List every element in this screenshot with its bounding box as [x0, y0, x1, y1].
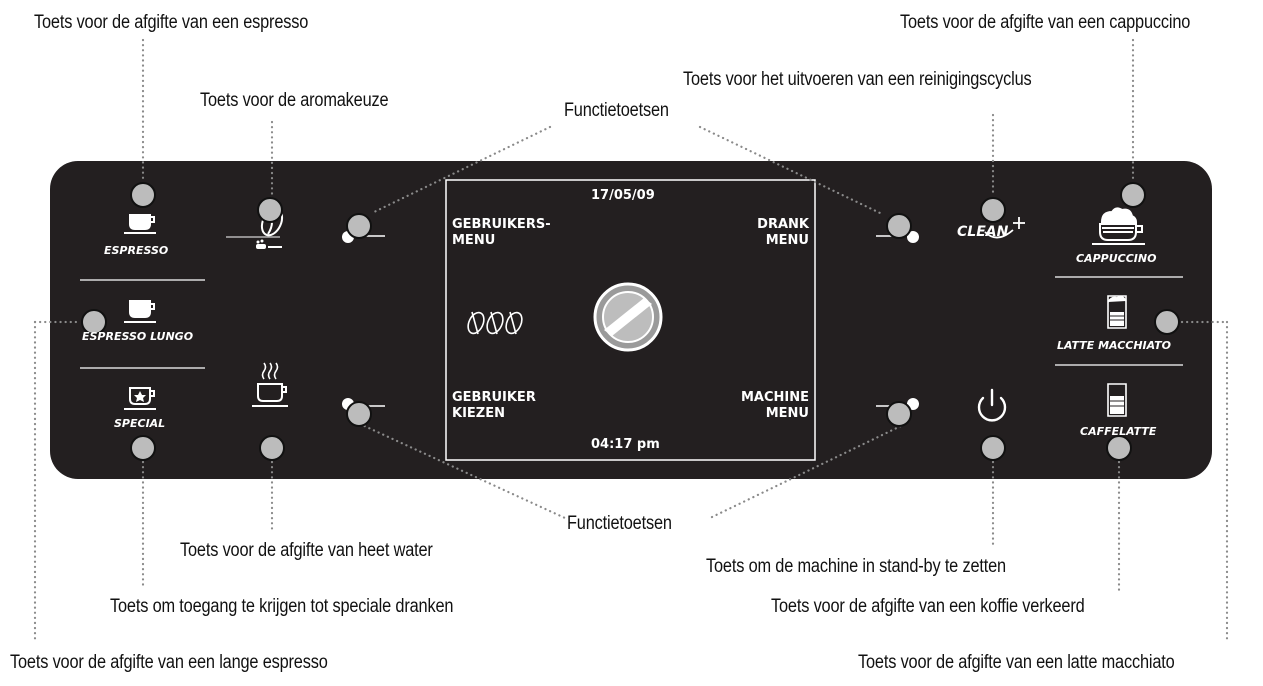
- screen-date: 17/05/09: [591, 188, 655, 203]
- callout-aroma: Toets voor de aromakeuze: [200, 90, 389, 111]
- screen-bottom-left-line1: GEBRUIKER: [452, 390, 536, 405]
- function-key-top-right[interactable]: [886, 213, 912, 239]
- caffelatte-button[interactable]: [1106, 435, 1132, 461]
- button-markers: [81, 182, 1180, 461]
- espresso-cup-icon: [124, 214, 156, 234]
- clean-icon: [984, 217, 1025, 239]
- caffelatte-label: CAFFELATTE: [1080, 425, 1157, 438]
- screen-bottom-left-line2: KIEZEN: [452, 406, 505, 421]
- standby-button[interactable]: [980, 435, 1006, 461]
- espresso-lungo-label: ESPRESSO LUNGO: [82, 330, 194, 343]
- callout-function-bottom: Functietoetsen: [567, 513, 672, 534]
- function-key-bottom-right[interactable]: [886, 401, 912, 427]
- callout-cappuccino: Toets voor de afgifte van een cappuccino: [900, 12, 1191, 33]
- separator-lines: [80, 236, 1183, 369]
- cappuccino-button[interactable]: [1120, 182, 1146, 208]
- screen-top-left-line2: MENU: [452, 233, 496, 248]
- callout-lungo: Toets voor de afgifte van een lange espr…: [10, 652, 328, 673]
- screen-time: 04:17 pm: [591, 437, 660, 452]
- logo-icon: [593, 282, 663, 352]
- espresso-button[interactable]: [130, 182, 156, 208]
- clean-button[interactable]: [980, 197, 1006, 223]
- espresso-label: ESPRESSO: [104, 244, 169, 257]
- lungo-cup-icon: [124, 300, 156, 323]
- screen-top-right-line2: MENU: [765, 233, 809, 248]
- power-icon: [977, 388, 1007, 422]
- callout-clean: Toets voor het uitvoeren van een reinigi…: [683, 69, 1032, 90]
- function-key-bottom-left[interactable]: [346, 401, 372, 427]
- leader-lines: [33, 38, 1229, 642]
- espresso-lungo-button[interactable]: [81, 309, 107, 335]
- callout-espresso: Toets voor de afgifte van een espresso: [34, 12, 309, 33]
- latte-macchiato-label: LATTE MACCHIATO: [1057, 339, 1171, 352]
- callout-standby: Toets om de machine in stand-by te zette…: [706, 556, 1006, 577]
- callout-latte-macchiato: Toets voor de afgifte van een latte macc…: [858, 652, 1175, 673]
- hot-water-button[interactable]: [259, 435, 285, 461]
- screen-bottom-right-line2: MENU: [765, 406, 809, 421]
- callout-caffelatte: Toets voor de afgifte van een koffie ver…: [771, 596, 1085, 617]
- steam-cup-icon: [252, 362, 288, 407]
- cappuccino-label: CAPPUCCINO: [1076, 252, 1157, 265]
- latte-glass-icon: [1107, 295, 1127, 329]
- screen-top-right-line1: DRANK: [757, 217, 809, 232]
- screen-bottom-right-line1: MACHINE: [740, 390, 809, 405]
- special-button[interactable]: [130, 435, 156, 461]
- clean-label: CLEAN: [957, 224, 1009, 240]
- aroma-strength-icon: [256, 239, 282, 249]
- special-label: SPECIAL: [114, 417, 166, 430]
- aroma-button[interactable]: [257, 197, 283, 223]
- caffelatte-glass-icon: [1107, 383, 1127, 417]
- cappuccino-cup-icon: [1092, 207, 1145, 245]
- callout-hot-water: Toets voor de afgifte van heet water: [180, 540, 433, 561]
- callout-function-top: Functietoetsen: [564, 100, 669, 121]
- beans-strength-icon: [467, 311, 523, 335]
- function-key-top-left[interactable]: [346, 213, 372, 239]
- callout-special: Toets om toegang te krijgen tot speciale…: [110, 596, 454, 617]
- latte-macchiato-button[interactable]: [1154, 309, 1180, 335]
- screen-top-left-line1: GEBRUIKERS-: [452, 217, 551, 232]
- star-cup-icon: [124, 387, 156, 410]
